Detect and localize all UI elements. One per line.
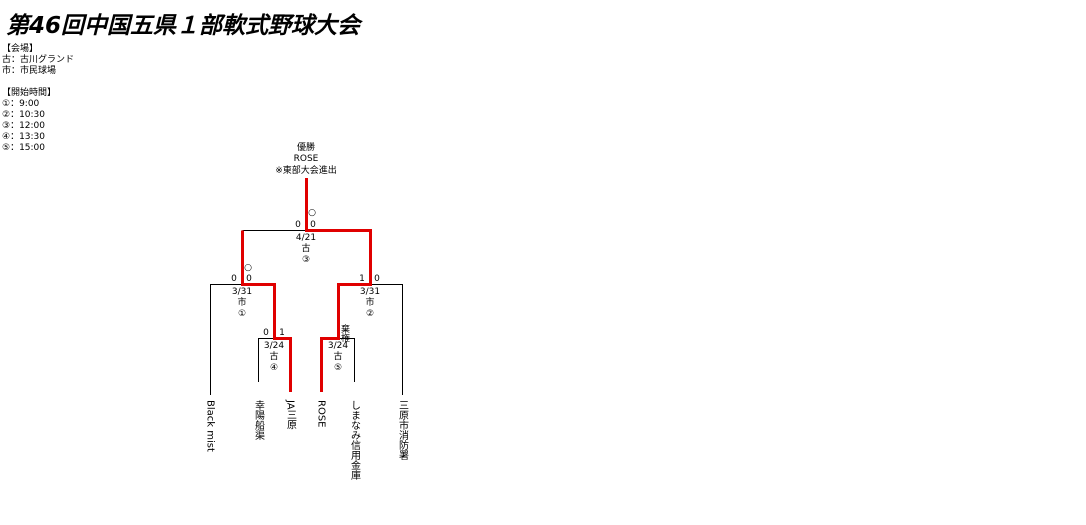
time-item: ②：10:30 bbox=[2, 110, 46, 120]
winner-line bbox=[241, 230, 292, 392]
score-right: 1 bbox=[279, 328, 285, 338]
bracket-lines bbox=[210, 230, 403, 395]
time-legend: 【開始時間】 ①：9:00 ②：10:30 ③：12:00 ④：13:30 ⑤：… bbox=[2, 88, 56, 154]
match-slot: ② bbox=[366, 309, 374, 319]
forfeit-note: 棄権 bbox=[339, 323, 350, 343]
team-name: ROSE bbox=[316, 400, 327, 428]
team-name: 幸陽船渠 bbox=[253, 400, 265, 441]
match-slot: ⑤ bbox=[334, 363, 342, 373]
match-date: 3/24 bbox=[328, 341, 348, 351]
time-item: ④：13:30 bbox=[2, 132, 46, 142]
match-date: 4/21 bbox=[296, 233, 316, 243]
score-left: 0 bbox=[231, 274, 237, 284]
score-left: 0 bbox=[295, 220, 301, 230]
time-item: ⑤：15:00 bbox=[2, 143, 46, 153]
team-name: 三原市消防署 bbox=[397, 400, 409, 460]
win-mark: ○ bbox=[308, 208, 316, 218]
bracket-line bbox=[370, 284, 403, 395]
time-item: ①：9:00 bbox=[2, 99, 40, 109]
winner-lines bbox=[241, 178, 372, 392]
score-right: 0 bbox=[310, 220, 316, 230]
winner-line bbox=[305, 178, 372, 392]
match-date: 3/31 bbox=[360, 287, 380, 297]
match-slot: ① bbox=[238, 309, 246, 319]
team-name: しまなみ信用金庫 bbox=[349, 400, 361, 481]
score-right: 0 bbox=[374, 274, 380, 284]
time-header: 【開始時間】 bbox=[2, 88, 57, 98]
score-left: 0 bbox=[263, 328, 269, 338]
match-date: 3/31 bbox=[232, 287, 252, 297]
bracket-line bbox=[210, 284, 243, 395]
score-right: 0 bbox=[246, 274, 252, 284]
bracket-line bbox=[338, 338, 355, 382]
match-venue: 市 bbox=[237, 296, 246, 308]
page-title: 第46回中国五県１部軟式野球大会 bbox=[6, 13, 361, 39]
champion-team: ROSE bbox=[294, 154, 319, 164]
match-venue: 古 bbox=[301, 242, 310, 254]
match-venue: 市 bbox=[365, 296, 374, 308]
match-venue: 古 bbox=[333, 350, 342, 362]
score-left: 1 bbox=[359, 274, 365, 284]
venue-header: 【会場】 bbox=[2, 44, 39, 54]
match-venue: 古 bbox=[269, 350, 278, 362]
venue-legend: 【会場】 古：古川グランド 市：市民球場 bbox=[2, 44, 74, 77]
champion-label: 優勝 bbox=[297, 141, 315, 153]
match-date: 3/24 bbox=[264, 341, 284, 351]
team-name: Black mist bbox=[205, 400, 216, 452]
bracket-line bbox=[258, 338, 275, 382]
champion-note: ※東部大会進出 bbox=[275, 164, 337, 176]
time-item: ③：12:00 bbox=[2, 121, 46, 131]
match-slot: ③ bbox=[302, 255, 310, 265]
match-slot: ④ bbox=[270, 363, 278, 373]
venue-item: 古：古川グランド bbox=[2, 55, 75, 65]
win-mark: ○ bbox=[244, 263, 252, 273]
team-name: JA三原 bbox=[285, 399, 297, 430]
venue-item: 市：市民球場 bbox=[2, 66, 57, 76]
